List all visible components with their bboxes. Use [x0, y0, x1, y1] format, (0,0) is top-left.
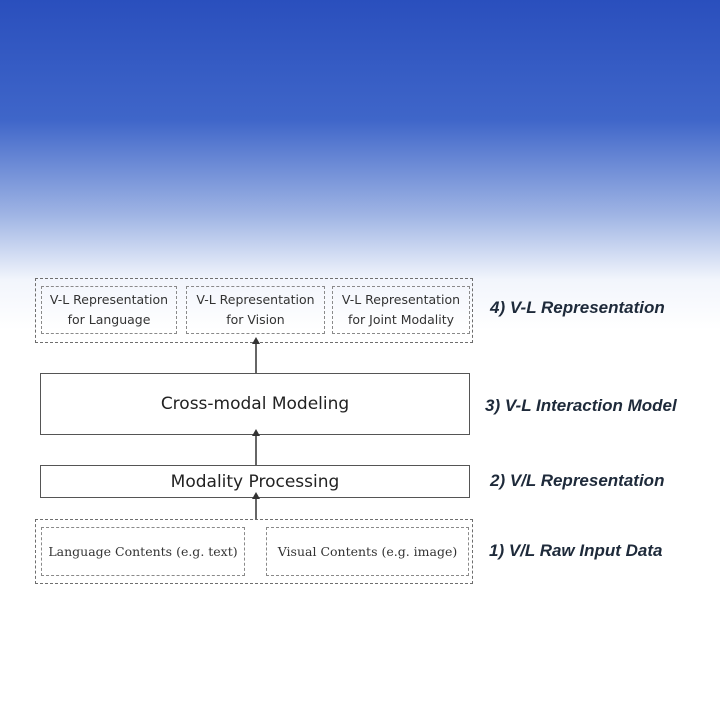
arrow-raw-to-processing [252, 492, 259, 519]
visual-contents-box: Visual Contents (e.g. image) [266, 527, 469, 576]
visual-contents-text: Visual Contents (e.g. image) [277, 544, 458, 559]
representation-joint-box: V-L Representation for Joint Modality [332, 286, 470, 334]
representation-vision-box: V-L Representation for Vision [186, 286, 325, 334]
layer-label-raw-input: 1) V/L Raw Input Data [489, 541, 663, 560]
cross-modal-modeling-box: Cross-modal Modeling [40, 373, 470, 435]
layer-label-processing: 2) V/L Representation [490, 471, 665, 490]
layer-label-representation: 4) V-L Representation [490, 298, 665, 317]
representation-joint-text: V-L Representation for Joint Modality [341, 292, 461, 327]
language-contents-box: Language Contents (e.g. text) [41, 527, 245, 576]
language-contents-text: Language Contents (e.g. text) [48, 544, 238, 559]
arrow-processing-to-interaction [252, 429, 259, 465]
raw-input-group [35, 519, 473, 584]
representation-language-text: V-L Representation for Language [49, 292, 169, 327]
cross-modal-modeling-text: Cross-modal Modeling [160, 394, 350, 414]
modality-processing-text: Modality Processing [170, 471, 340, 492]
layer-label-interaction: 3) V-L Interaction Model [485, 396, 677, 415]
arrow-interaction-to-representation [252, 337, 259, 373]
representation-vision-text: V-L Representation for Vision [196, 292, 315, 327]
representation-language-box: V-L Representation for Language [41, 286, 177, 334]
